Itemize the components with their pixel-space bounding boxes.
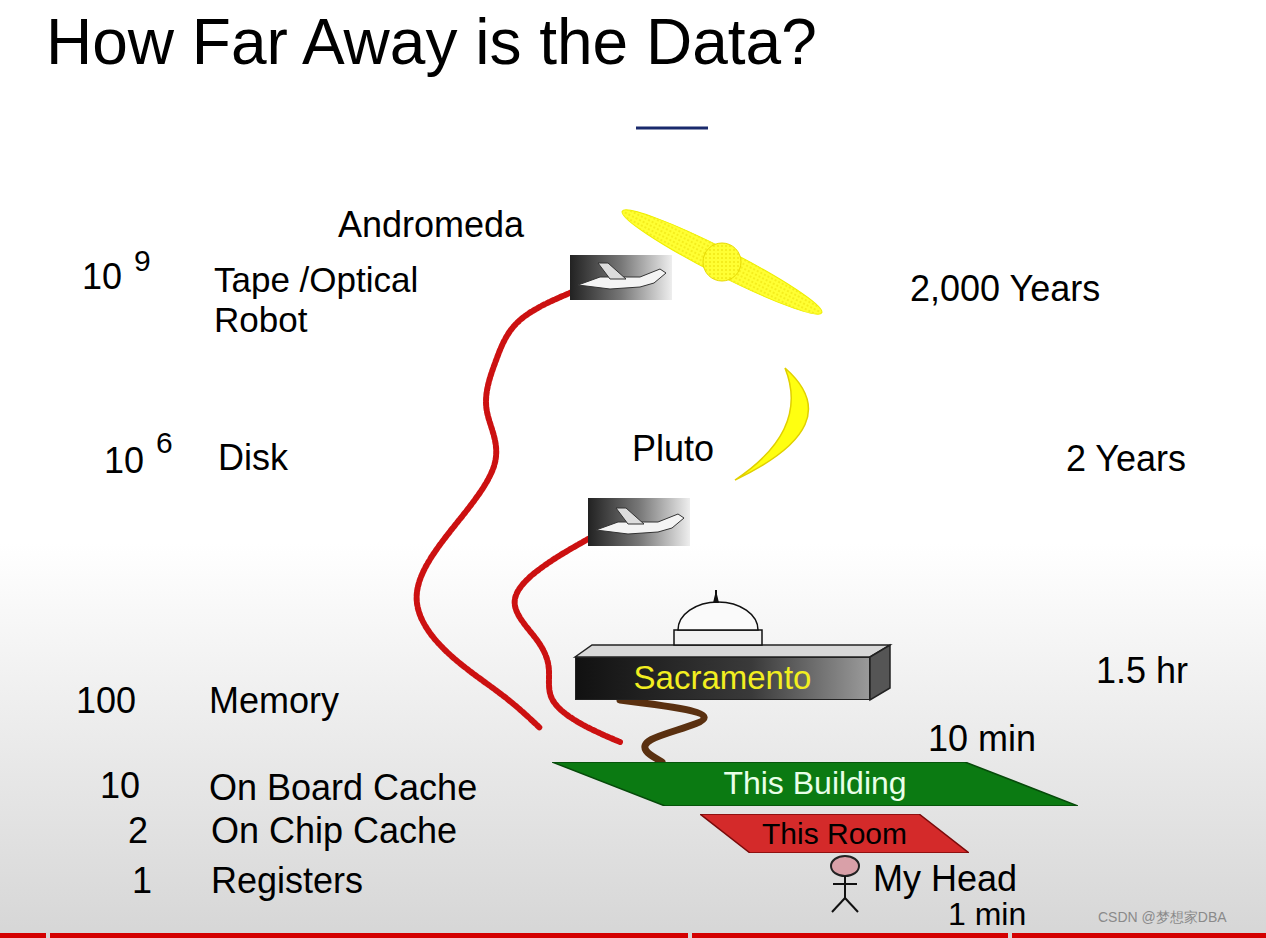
room-band-fill — [700, 814, 969, 853]
title-rule — [636, 127, 708, 130]
pluto-crescent — [735, 368, 808, 480]
scale-number: 100 — [76, 680, 136, 721]
storage-label: Registers — [211, 860, 363, 901]
storage-label: Tape /Optical Robot — [214, 260, 482, 341]
footer-rule — [0, 933, 1266, 938]
place-label: My Head — [873, 858, 1017, 899]
travel-path — [620, 700, 704, 762]
scale-number: 10 — [100, 765, 140, 806]
scale-number: 1 — [132, 860, 152, 901]
slide-title: How Far Away is the Data? — [46, 6, 817, 80]
exponent: 6 — [156, 426, 173, 461]
storage-label: Disk — [218, 437, 288, 478]
storage-label: On Chip Cache — [211, 810, 457, 851]
node-label: This Room — [762, 817, 907, 850]
watermark: CSDN @梦想家DBA — [1098, 909, 1227, 925]
node-label: This Building — [723, 766, 906, 801]
place-label: Andromeda — [338, 204, 524, 245]
scale-number: 10 — [104, 440, 144, 481]
node-label: Sacramento — [634, 660, 812, 696]
travel-trail — [515, 538, 620, 742]
room-band: This Room — [700, 814, 969, 853]
scale-number: 10 — [82, 256, 122, 297]
city-box: Sacramento — [575, 657, 870, 700]
airplane-icon — [588, 498, 690, 546]
airplane-icon — [570, 255, 672, 300]
building-band-fill — [552, 762, 1078, 806]
place-label: Pluto — [632, 428, 714, 469]
time-label: 2,000 Years — [910, 268, 1100, 309]
time-label: 1 min — [948, 896, 1026, 933]
time-label: 2 Years — [1066, 438, 1186, 479]
storage-label: On Board Cache — [209, 767, 477, 808]
time-label: 10 min — [928, 718, 1036, 759]
capitol-building — [575, 590, 890, 700]
time-label: 1.5 hr — [1096, 650, 1188, 691]
scale-number: 2 — [128, 810, 148, 851]
storage-label: Memory — [209, 680, 339, 721]
building-band: This Building — [552, 762, 1078, 806]
exponent: 9 — [134, 244, 151, 279]
person-figure — [831, 856, 859, 912]
